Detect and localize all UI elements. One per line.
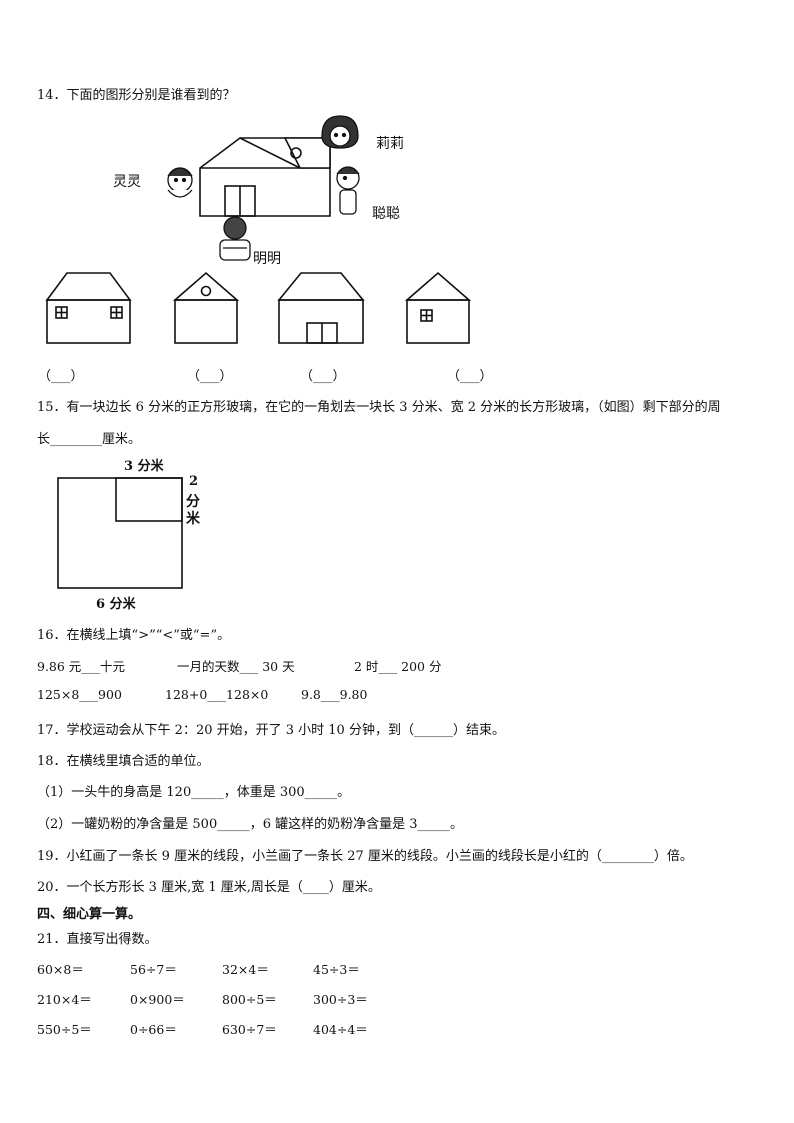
- q14-blank-2[interactable]: （___）: [187, 369, 233, 384]
- q16-r2-c2[interactable]: 128+0___128×0: [165, 687, 269, 702]
- q18-title: 18．在横线里填合适的单位。: [37, 754, 210, 769]
- q21-r2-c3[interactable]: 800÷5＝: [222, 992, 277, 1007]
- q15-line1: 15．有一块边长 6 分米的正方形玻璃，在它的一角划去一块长 3 分米、宽 2 …: [37, 400, 721, 415]
- q21-r2-c1[interactable]: 210×4＝: [37, 992, 92, 1007]
- q17-text[interactable]: 17．学校运动会从下午 2：20 开始，开了 3 小时 10 分钟，到（____…: [37, 723, 505, 738]
- q14-blank-4[interactable]: （___）: [447, 369, 493, 384]
- q14-text: 14．下面的图形分别是谁看到的？: [37, 88, 236, 103]
- q14-blank-3[interactable]: （___）: [300, 369, 346, 384]
- q21-r3-c1[interactable]: 550÷5＝: [37, 1022, 92, 1037]
- q16-r1-c2[interactable]: 一月的天数___ 30 天: [177, 659, 295, 674]
- q18-item1[interactable]: （1）一头牛的身高是 120_____，体重是 300_____。: [37, 785, 351, 800]
- q15-line2[interactable]: 长________厘米。: [37, 432, 142, 447]
- label-2: 2: [189, 474, 199, 489]
- q21-r3-c4[interactable]: 404÷4＝: [313, 1022, 368, 1037]
- q21-r2-c2[interactable]: 0×900＝: [130, 992, 185, 1007]
- section4-title: 四、细心算一算。: [37, 907, 142, 922]
- label-3dm: 3 分米: [124, 459, 164, 474]
- q14-views: [45, 271, 472, 344]
- label-mi: 米: [186, 511, 200, 527]
- q15-figure: [57, 477, 183, 589]
- lingling-figure: [167, 167, 193, 198]
- q16-title: 16．在横线上填“>”“<”或“=”。: [37, 628, 231, 643]
- name-lingling: 灵灵: [113, 174, 141, 190]
- q21-r3-c3[interactable]: 630÷7＝: [222, 1022, 277, 1037]
- name-mingming: 明明: [253, 251, 281, 267]
- name-lili: 莉莉: [376, 136, 404, 152]
- q21-r1-c3[interactable]: 32×4＝: [222, 962, 269, 977]
- q19-text[interactable]: 19．小红画了一条长 9 厘米的线段，小兰画了一条长 27 厘米的线段。小兰画的…: [37, 849, 693, 864]
- view-3: [277, 272, 365, 344]
- mingming-figure: [219, 216, 251, 261]
- lili-figure: [321, 115, 359, 149]
- q18-item2[interactable]: （2）一罐奶粉的净含量是 500_____，6 罐这样的奶粉净含量是 3____…: [37, 817, 464, 832]
- view-2: [172, 271, 240, 344]
- q21-title: 21．直接写出得数。: [37, 932, 158, 947]
- view-4: [404, 271, 472, 344]
- q16-r1-c1[interactable]: 9.86 元___十元: [37, 659, 126, 674]
- label-fen: 分: [186, 494, 200, 510]
- view-1: [45, 272, 132, 344]
- label-6dm: 6 分米: [96, 597, 136, 612]
- q14-blank-1[interactable]: （___）: [38, 369, 84, 384]
- congcong-figure: [336, 166, 360, 215]
- name-congcong: 聪聪: [372, 206, 400, 222]
- q16-r2-c1[interactable]: 125×8___900: [37, 687, 122, 702]
- q21-r1-c1[interactable]: 60×8＝: [37, 962, 84, 977]
- q20-text[interactable]: 20．一个长方形长 3 厘米,宽 1 厘米,周长是（____）厘米。: [37, 880, 381, 895]
- scene-house: [199, 137, 331, 217]
- q16-r2-c3[interactable]: 9.8___9.80: [301, 687, 368, 702]
- q14-scene: [167, 115, 360, 261]
- q21-r1-c4[interactable]: 45÷3＝: [313, 962, 360, 977]
- q16-r1-c3[interactable]: 2 时___ 200 分: [354, 659, 442, 674]
- q21-r1-c2[interactable]: 56÷7＝: [130, 962, 177, 977]
- q21-r3-c2[interactable]: 0÷66＝: [130, 1022, 177, 1037]
- q21-r2-c4[interactable]: 300÷3＝: [313, 992, 368, 1007]
